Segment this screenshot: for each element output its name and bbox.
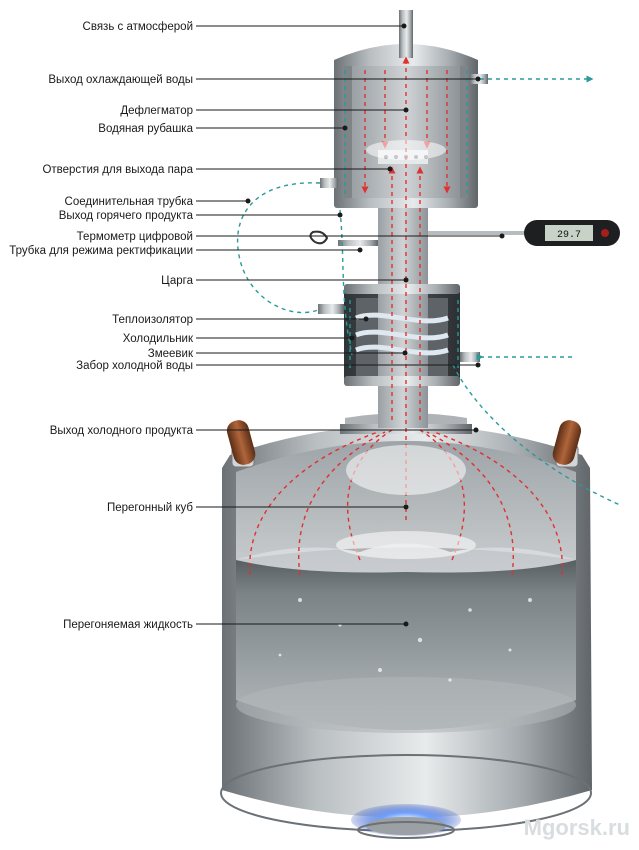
svg-text:Выход горячего продукта: Выход горячего продукта — [59, 210, 194, 222]
water-flow-lines — [236, 70, 621, 506]
svg-text:Отверстия для выхода пара: Отверстия для выхода пара — [42, 164, 193, 176]
watermark: Mgorsk.ru — [524, 815, 630, 840]
steam-cloud — [336, 140, 476, 559]
svg-text:Термометр цифровой: Термометр цифровой — [77, 231, 193, 243]
svg-text:Водяная рубашка: Водяная рубашка — [98, 123, 193, 135]
cooler-unit — [344, 284, 460, 386]
label-still-pot: Перегонный куб — [107, 502, 409, 514]
label-cooler: Холодильник — [123, 333, 355, 345]
pot-handle-left — [226, 420, 256, 468]
svg-text:Перегоняемая жидкость: Перегоняемая жидкость — [63, 619, 193, 631]
svg-text:Холодильник: Холодильник — [123, 333, 194, 345]
label-distilled-liquid: Перегоняемая жидкость — [63, 619, 409, 631]
label-cold-water-in: Забор холодной воды — [76, 360, 481, 372]
label-water-jacket: Водяная рубашка — [98, 123, 348, 135]
thermometer-readout: 29.7 — [557, 230, 581, 241]
rectification-valve — [309, 230, 329, 245]
atmosphere-pipe — [399, 10, 413, 58]
digital-thermometer: 29.7 — [428, 220, 620, 246]
label-digital-thermometer: Термометр цифровой — [77, 231, 505, 243]
callout-labels: Связь с атмосферой Выход охлаждающей вод… — [9, 21, 505, 631]
label-coil: Змеевик — [148, 348, 408, 360]
svg-text:Выход холодного продукта: Выход холодного продукта — [50, 425, 194, 437]
label-connecting-tube: Соединительная трубка — [65, 196, 251, 208]
svg-text:Забор холодной воды: Забор холодной воды — [76, 360, 193, 372]
label-rectification-tube: Трубка для режима ректификации — [9, 245, 363, 257]
svg-text:Трубка для режима ректификации: Трубка для режима ректификации — [9, 245, 193, 257]
svg-text:Змеевик: Змеевик — [148, 348, 194, 360]
burner-flame — [351, 804, 461, 839]
svg-text:Связь с атмосферой: Связь с атмосферой — [83, 21, 193, 33]
label-atmosphere: Связь с атмосферой — [83, 21, 407, 33]
svg-text:Перегонный куб: Перегонный куб — [107, 502, 193, 514]
label-insulator: Теплоизолятор — [112, 314, 369, 326]
label-hot-product-out: Выход горячего продукта — [59, 210, 343, 222]
label-steam-holes: Отверстия для выхода пара — [42, 164, 393, 176]
pot-handle-right — [552, 420, 582, 468]
label-column: Царга — [161, 275, 409, 287]
label-dephlegmator: Дефлегматор — [120, 105, 409, 117]
svg-text:Соединительная трубка: Соединительная трубка — [65, 196, 194, 208]
svg-text:Царга: Царга — [161, 275, 193, 287]
label-cooling-water-out: Выход охлаждающей воды — [48, 74, 481, 86]
svg-text:Дефлегматор: Дефлегматор — [120, 105, 193, 117]
svg-text:Теплоизолятор: Теплоизолятор — [112, 314, 193, 326]
label-cold-product-out: Выход холодного продукта — [50, 425, 479, 437]
svg-text:Выход охлаждающей воды: Выход охлаждающей воды — [48, 74, 193, 86]
